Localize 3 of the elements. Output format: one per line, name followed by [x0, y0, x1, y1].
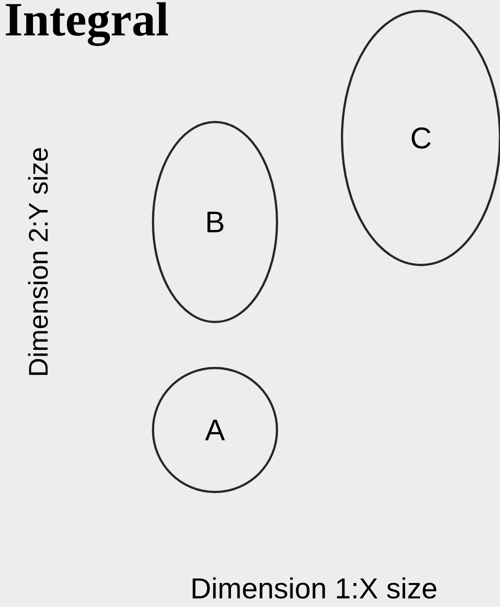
- axis-label: Dimension 2:Y size: [28, 148, 48, 375]
- axis-label: Dimension 1:X size: [192, 577, 436, 599]
- title: Integral: [6, 2, 168, 46]
